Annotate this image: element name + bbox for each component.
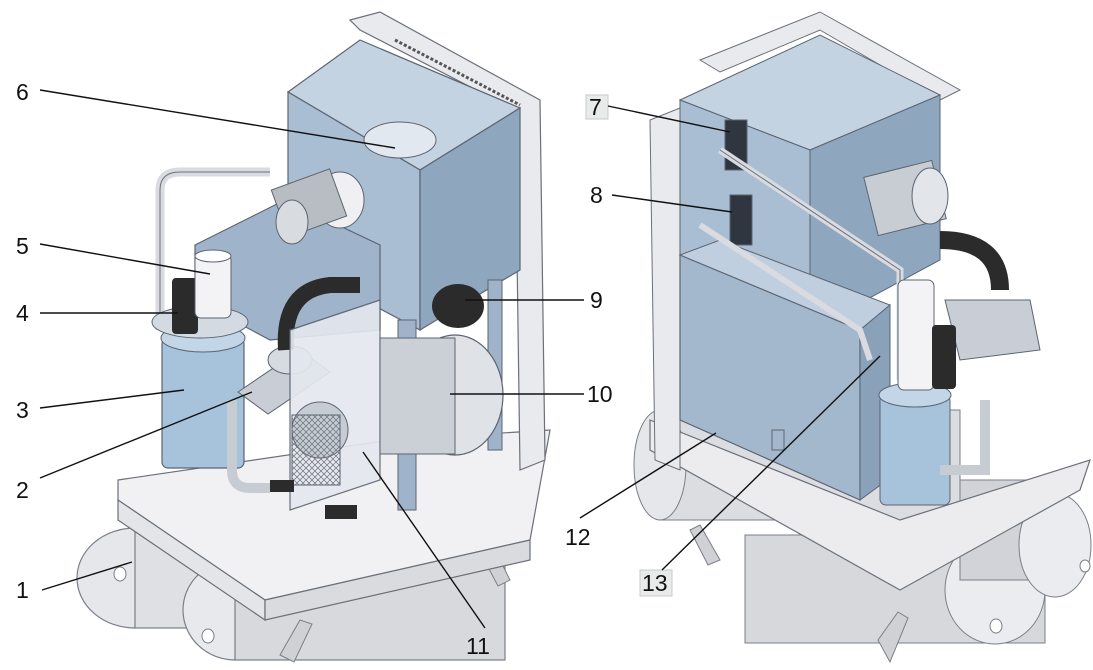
callout-1: 1 (16, 577, 29, 603)
motor-foot (325, 505, 357, 519)
oil-separator-vessel (151, 249, 249, 469)
cable-gland (771, 429, 785, 451)
right-suction-hose (939, 231, 1009, 291)
callouts: 1 2 3 4 5 6 9 10 11 (16, 79, 881, 659)
leader-line-7 (607, 105, 731, 133)
callout-11: 11 (466, 633, 490, 659)
drive-assembly (270, 299, 504, 519)
leader-line-8 (611, 194, 733, 213)
separator-cartridge (194, 253, 232, 319)
right-pipe (698, 222, 873, 361)
leader-line-6 (39, 89, 396, 149)
leader-line-3 (39, 389, 185, 409)
tank-port (1079, 559, 1091, 573)
tank-foot (689, 524, 721, 566)
right-motor-end (911, 167, 949, 225)
tank-foot (279, 619, 313, 663)
right-unit-view (633, 11, 1092, 664)
intake-filter-cap (275, 199, 309, 245)
guard-mesh (291, 414, 341, 486)
intake-filter (270, 168, 365, 245)
tank-port (201, 628, 215, 644)
rear-frame-rail (348, 11, 546, 471)
base-frame-front (264, 539, 531, 621)
discharge-pipe (227, 400, 270, 493)
separator-cartridge-top (194, 249, 232, 263)
right-separator-vessel (878, 279, 990, 506)
leader-line-1 (41, 561, 133, 591)
leader-line-11 (362, 451, 486, 629)
callout-7: 7 (589, 94, 602, 120)
motor-foot (270, 480, 294, 492)
callout-7-box (585, 94, 609, 120)
right-base-frame (649, 419, 1091, 591)
leader-line-12 (579, 432, 717, 519)
right-airend (944, 299, 1041, 361)
callout-13-box (639, 569, 673, 597)
cooling-fan (432, 284, 484, 328)
fan-housing (363, 121, 437, 159)
callout-10: 10 (587, 381, 613, 407)
drain-pipe (940, 400, 990, 475)
rear-vent-grille (394, 38, 521, 107)
cooling-pipe-outline (159, 171, 270, 330)
callout-9: 9 (590, 287, 603, 313)
oil-filter (172, 278, 198, 334)
vessel-body (879, 394, 951, 506)
callout-6: 6 (16, 79, 29, 105)
separator-cartridge (897, 279, 935, 391)
callout-12: 12 (565, 524, 591, 550)
callout-2: 2 (16, 477, 29, 503)
callout-5: 5 (16, 233, 29, 259)
right-drive (863, 159, 1041, 361)
leader-line-13 (661, 355, 881, 571)
suction-hose (277, 277, 360, 351)
leader-line-2 (39, 391, 253, 479)
oil-filter (932, 325, 956, 389)
callout-4: 4 (16, 300, 29, 326)
callout-3: 3 (16, 397, 29, 423)
callout-8: 8 (590, 182, 603, 208)
tank-foot (877, 611, 909, 664)
cabinet-side (419, 106, 521, 332)
right-frame-rail (649, 107, 681, 471)
tank-port (989, 618, 1003, 634)
left-unit-view (76, 11, 551, 663)
display-panel (729, 194, 753, 246)
motor-body (379, 337, 456, 455)
callout-13: 13 (642, 570, 668, 596)
leader-line-5 (39, 243, 211, 275)
tank-port (113, 566, 127, 582)
